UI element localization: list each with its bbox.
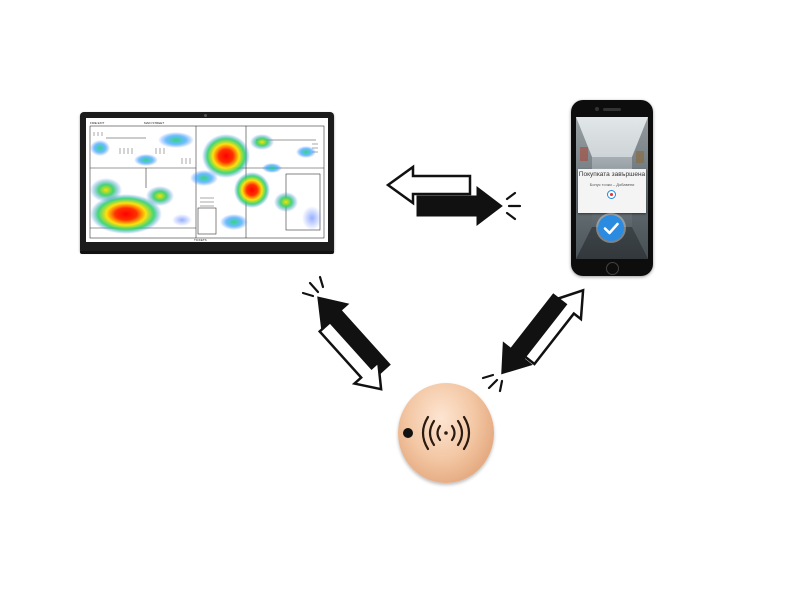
arrow-solid-right-top (416, 185, 503, 227)
arrow-solid-upleft (317, 296, 391, 377)
tag-keyring-hole (403, 428, 413, 438)
heatmap-floorplan: MAIN STREET FIRE EXIT TICKETS (89, 121, 325, 242)
phone-earpiece (603, 108, 621, 111)
nfc-tag (398, 383, 494, 483)
phone-front-camera (595, 107, 599, 111)
phone-home-button (606, 262, 619, 275)
phone-screen: Покупката завършена Бонус точки – Добаве… (576, 117, 648, 259)
arrow-solid-downleft (501, 293, 568, 375)
purchase-popup: Покупката завършена Бонус точки – Добаве… (578, 169, 646, 213)
popup-title: Покупката завършена (578, 171, 646, 178)
heatmap-label-main-street: MAIN STREET (144, 121, 164, 125)
heatmap-label-tickets: TICKETS (194, 238, 207, 242)
arrow-hollow-left-top (385, 164, 472, 206)
popup-subtitle: Бонус точки – Добавени (589, 182, 635, 187)
signal-burst-upleft (301, 275, 325, 298)
arrow-hollow-upright (521, 288, 585, 366)
heatmap-screen: MAIN STREET FIRE EXIT TICKETS (86, 118, 328, 242)
confirm-check-button[interactable] (598, 215, 624, 241)
smartphone: Покупката завършена Бонус точки – Добаве… (571, 100, 653, 276)
monitor-base (80, 251, 334, 254)
signal-burst-right (505, 191, 522, 221)
check-icon (603, 222, 619, 235)
signal-burst-downleft (481, 373, 504, 393)
nfc-wireless-icon (421, 415, 471, 451)
monitor-camera (204, 114, 207, 117)
target-icon (607, 190, 616, 199)
monitor: MAIN STREET FIRE EXIT TICKETS (80, 112, 334, 254)
arrow-hollow-downright (317, 320, 383, 391)
heatmap-label-fire-exit: FIRE EXIT (90, 121, 105, 125)
